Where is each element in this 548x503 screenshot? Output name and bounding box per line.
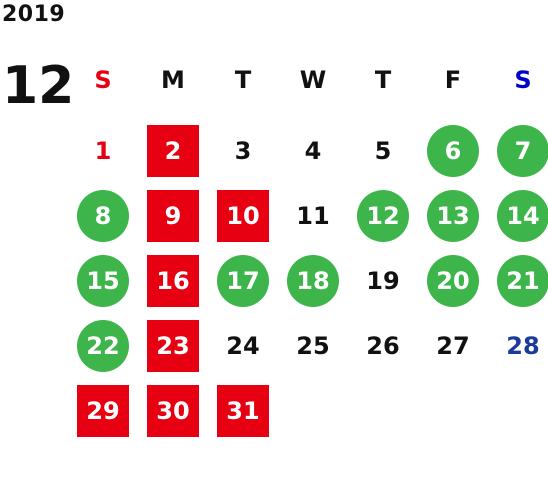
- calendar-day-cell: 11: [278, 183, 348, 248]
- calendar-day-cell: 1: [68, 118, 138, 183]
- month-number: 12: [2, 56, 75, 116]
- calendar-day-cell: 27: [418, 313, 488, 378]
- calendar-day-cell: 3: [208, 118, 278, 183]
- calendar-day-cell: 20: [418, 248, 488, 313]
- calendar-day-26: 26: [366, 331, 400, 360]
- calendar-day-cell: 17: [208, 248, 278, 313]
- weekday-saturday: S: [514, 66, 532, 94]
- year-label: 2019: [2, 2, 66, 27]
- calendar-day-cell: 13: [418, 183, 488, 248]
- calendar-day-cell: 25: [278, 313, 348, 378]
- weekday-tuesday: T: [234, 66, 252, 94]
- calendar-day-cell: 16: [138, 248, 208, 313]
- weekday-thursday: T: [374, 66, 392, 94]
- calendar-day-15: 15: [77, 254, 129, 307]
- calendar-day-6: 6: [427, 124, 479, 177]
- calendar-day-24: 24: [226, 331, 260, 360]
- weekday-header-row: S M T W T F S: [68, 64, 548, 96]
- calendar-day-cell: 7: [488, 118, 548, 183]
- calendar-day-28: 28: [506, 331, 540, 360]
- calendar-day-cell: 14: [488, 183, 548, 248]
- calendar-day-cell: 31: [208, 378, 278, 443]
- calendar-day-cell: 23: [138, 313, 208, 378]
- calendar-day-30: 30: [147, 384, 199, 437]
- calendar-day-1: 1: [94, 136, 112, 165]
- calendar-day-cell: 30: [138, 378, 208, 443]
- calendar-day-31: 31: [217, 384, 269, 437]
- calendar-day-16: 16: [147, 254, 199, 307]
- calendar-day-14: 14: [497, 189, 548, 242]
- calendar-day-cell: 19: [348, 248, 418, 313]
- calendar-day-cell: 15: [68, 248, 138, 313]
- calendar-day-2: 2: [147, 124, 199, 177]
- calendar-day-22: 22: [77, 319, 129, 372]
- calendar-day-21: 21: [497, 254, 548, 307]
- calendar-day-cell: 8: [68, 183, 138, 248]
- weekday-sunday: S: [94, 66, 112, 94]
- calendar-day-17: 17: [217, 254, 269, 307]
- calendar-day-cell: 28: [488, 313, 548, 378]
- calendar-day-cell: 26: [348, 313, 418, 378]
- calendar-day-18: 18: [287, 254, 339, 307]
- calendar-day-cell: 21: [488, 248, 548, 313]
- weekday-wednesday: W: [299, 66, 327, 94]
- calendar-day-cell: 9: [138, 183, 208, 248]
- calendar-day-20: 20: [427, 254, 479, 307]
- calendar-day-9: 9: [147, 189, 199, 242]
- calendar-day-cell: 24: [208, 313, 278, 378]
- calendar-day-13: 13: [427, 189, 479, 242]
- calendar-day-29: 29: [77, 384, 129, 437]
- calendar-day-cell: 4: [278, 118, 348, 183]
- calendar-day-cell: 2: [138, 118, 208, 183]
- calendar-day-cell: 12: [348, 183, 418, 248]
- calendar-day-cell: 5: [348, 118, 418, 183]
- weekday-friday: F: [444, 66, 462, 94]
- calendar-day-4: 4: [304, 136, 322, 165]
- calendar-day-12: 12: [357, 189, 409, 242]
- calendar-day-cell: 29: [68, 378, 138, 443]
- calendar-day-10: 10: [217, 189, 269, 242]
- calendar-day-8: 8: [77, 189, 129, 242]
- calendar-day-cell: 22: [68, 313, 138, 378]
- calendar-day-5: 5: [374, 136, 392, 165]
- calendar-day-cell: 10: [208, 183, 278, 248]
- calendar-day-7: 7: [497, 124, 548, 177]
- calendar-day-cell: 6: [418, 118, 488, 183]
- weekday-monday: M: [161, 66, 185, 94]
- calendar-day-27: 27: [436, 331, 470, 360]
- calendar-day-23: 23: [147, 319, 199, 372]
- calendar-day-3: 3: [234, 136, 252, 165]
- calendar-day-19: 19: [366, 266, 400, 295]
- calendar-day-cell: 18: [278, 248, 348, 313]
- calendar-day-11: 11: [296, 201, 330, 230]
- calendar-day-25: 25: [296, 331, 330, 360]
